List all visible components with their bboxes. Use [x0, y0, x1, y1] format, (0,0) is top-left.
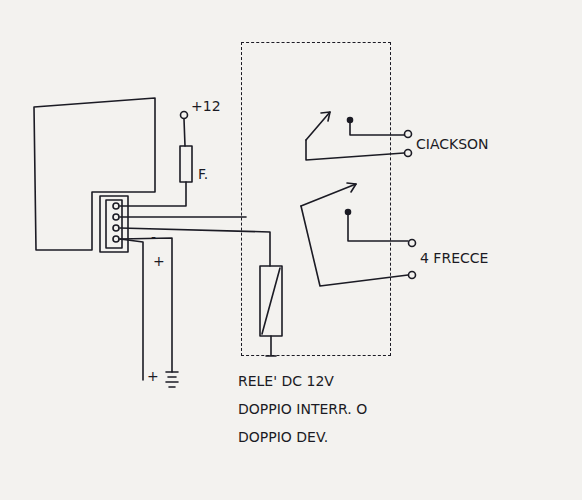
- wire: [120, 239, 143, 380]
- wire: [120, 216, 246, 218]
- relay-caption: RELE' DC 12V DOPPIO INTERR. O DOPPIO DEV…: [238, 367, 378, 451]
- wire: [266, 336, 276, 356]
- wire: [120, 238, 172, 372]
- polarity-label: -: [151, 229, 156, 245]
- relay-contact: [306, 112, 330, 140]
- connector: [100, 196, 128, 252]
- terminal: [409, 272, 416, 279]
- wire: [301, 206, 408, 286]
- pin: [113, 203, 119, 209]
- supply-label: +12: [191, 98, 221, 114]
- terminal: [409, 240, 416, 247]
- relay-box: RELE' DC 12V DOPPIO INTERR. O DOPPIO DEV…: [241, 42, 391, 356]
- relay-coil: [260, 266, 282, 336]
- arrow-head: [347, 183, 356, 192]
- relay-contact: [301, 184, 356, 206]
- terminal: [181, 112, 188, 119]
- coil-diagonal: [262, 268, 280, 334]
- pin: [113, 236, 119, 242]
- wire: [348, 213, 408, 241]
- fuse-label: F.: [198, 166, 208, 182]
- polarity-label: +: [147, 368, 159, 384]
- wire: [350, 121, 404, 135]
- output-label: 4 FRECCE: [420, 250, 488, 266]
- connector-inner: [106, 200, 122, 248]
- terminal: [405, 150, 412, 157]
- wire: [120, 182, 186, 206]
- pin: [113, 225, 119, 231]
- wire: [306, 140, 404, 160]
- module-outline: [34, 98, 155, 250]
- output-label: CIACKSON: [416, 136, 489, 152]
- wire: [184, 119, 185, 146]
- polarity-label: +: [153, 253, 165, 269]
- arrow-head: [321, 112, 330, 121]
- terminal: [405, 131, 412, 138]
- fuse-symbol: [180, 146, 192, 182]
- battery-symbol: [166, 372, 178, 387]
- pin: [113, 214, 119, 220]
